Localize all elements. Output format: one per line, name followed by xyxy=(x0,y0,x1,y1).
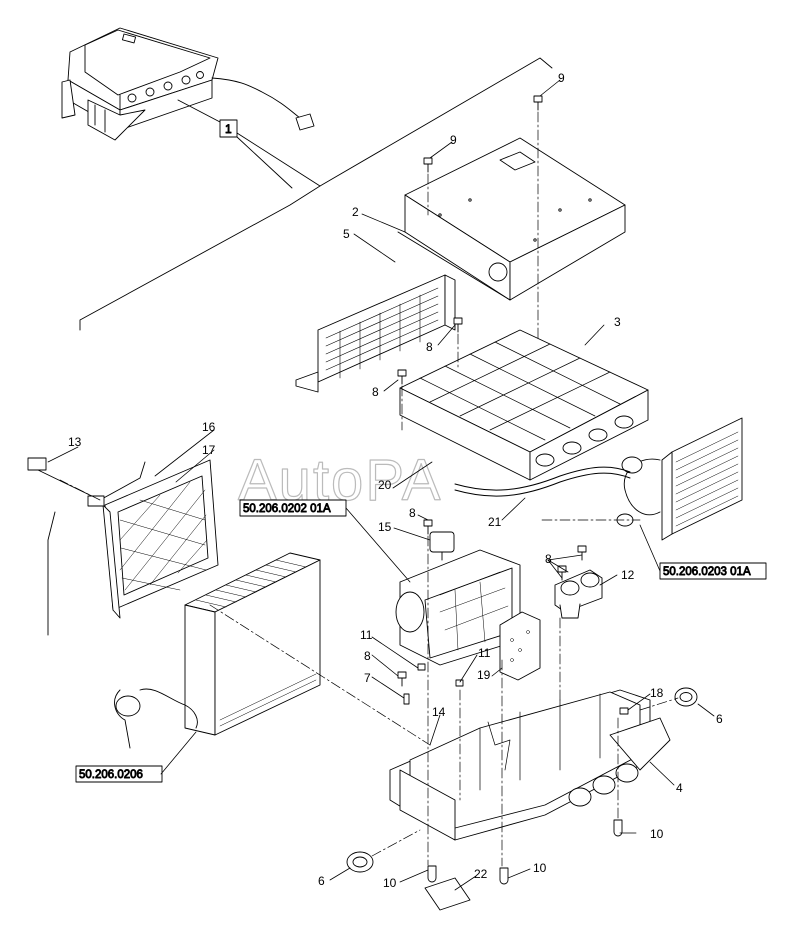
reference-1: 50.206.0202 01A xyxy=(243,503,331,515)
base-tub xyxy=(389,689,671,841)
callout-8e: 8 xyxy=(364,649,371,663)
callout-10b: 10 xyxy=(533,861,547,875)
actuator-15 xyxy=(429,531,455,561)
callout-3: 3 xyxy=(614,315,621,329)
callout-labels: 9 9 2 5 3 8 8 16 17 13 20 8 15 21 8 12 1… xyxy=(68,71,723,890)
callout-10c: 10 xyxy=(650,827,664,841)
callout-15: 15 xyxy=(378,520,392,534)
callout-11a: 11 xyxy=(360,628,373,642)
plug-22 xyxy=(424,877,471,911)
callout-7: 7 xyxy=(364,671,371,685)
callout-1: 1 xyxy=(225,122,232,136)
callout-9a: 9 xyxy=(558,71,565,85)
front-screen-panel xyxy=(295,274,456,393)
leader-lines-1 xyxy=(79,57,553,331)
top-cover xyxy=(397,137,626,301)
grommet-6a xyxy=(346,851,374,873)
reference-2: 50.206.0203 01A xyxy=(663,566,751,578)
callout-12: 12 xyxy=(621,568,635,582)
blower-module xyxy=(395,549,521,666)
callout-8a: 8 xyxy=(426,340,433,354)
reference-box-3 xyxy=(75,765,163,783)
callout-5: 5 xyxy=(343,227,350,241)
callout-4: 4 xyxy=(676,781,683,795)
callout-22: 22 xyxy=(474,867,488,881)
callout-18: 18 xyxy=(650,686,664,700)
evaporator-core xyxy=(114,552,321,749)
reference-3: 50.206.0206 xyxy=(79,769,143,781)
callout-17: 17 xyxy=(202,443,216,457)
callout-6a: 6 xyxy=(318,874,325,888)
screws xyxy=(397,95,629,715)
grommet-6b xyxy=(674,687,698,707)
callout-13: 13 xyxy=(68,435,82,449)
air-filter xyxy=(102,459,219,619)
duct-fitting-12 xyxy=(554,569,603,619)
callout-box-1 xyxy=(219,119,238,138)
hose-21 xyxy=(454,472,631,497)
sensor-13 xyxy=(27,457,47,471)
callout-8d: 8 xyxy=(545,552,552,566)
callout-20: 20 xyxy=(378,478,392,492)
drain-valves-10 xyxy=(427,819,623,885)
callout-14: 14 xyxy=(432,705,446,719)
callout-21: 21 xyxy=(488,515,502,529)
callout-10a: 10 xyxy=(383,876,397,890)
callout-16: 16 xyxy=(202,420,216,434)
harness-13 xyxy=(37,461,146,636)
callout-8c: 8 xyxy=(409,506,416,520)
heater-housing xyxy=(399,329,649,481)
heat-exchanger xyxy=(616,417,743,541)
callout-8b: 8 xyxy=(372,385,379,399)
callout-19: 19 xyxy=(477,668,491,682)
assembly-axes xyxy=(59,111,679,867)
control-module-19 xyxy=(499,611,541,681)
control-unit-assembly xyxy=(61,27,315,141)
callout-6b: 6 xyxy=(716,712,723,726)
leader-lines xyxy=(47,79,715,891)
callout-9b: 9 xyxy=(450,133,457,147)
callout-2: 2 xyxy=(352,205,359,219)
callout-11b: 11 xyxy=(478,646,491,660)
